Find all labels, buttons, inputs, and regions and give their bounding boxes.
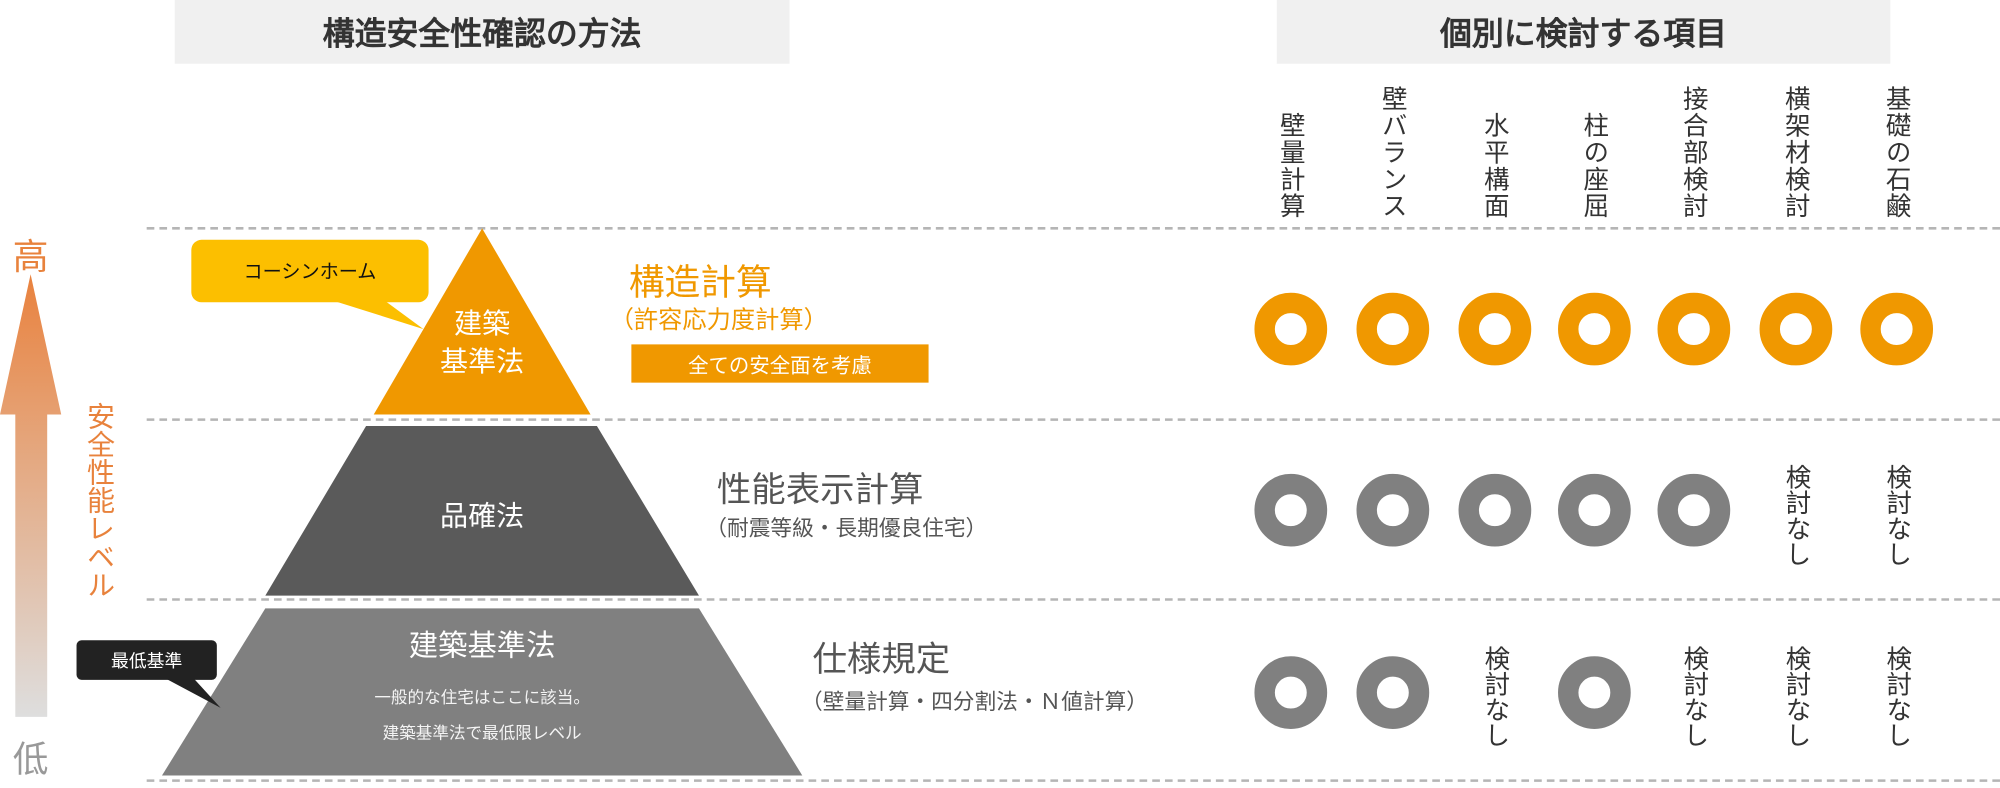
- axis-high: 高: [12, 235, 49, 279]
- divider: [146, 779, 2000, 782]
- axis-label: 安全性能レベル: [81, 401, 114, 599]
- callout-minimum-tail: [165, 678, 221, 708]
- method-structural-calc: 構造計算: [628, 261, 772, 304]
- check-circle-icon: [1558, 656, 1631, 729]
- axis-low: 低: [12, 738, 49, 781]
- check-circle-icon: [1458, 473, 1532, 547]
- column-header: 壁バランス: [1377, 85, 1409, 220]
- pyramid-middle-label: 品確法: [440, 501, 525, 534]
- method-performance-calc: 性能表示計算: [716, 470, 924, 511]
- divider: [146, 598, 2000, 601]
- not-checked-label: 検討なし: [1781, 464, 1812, 567]
- column-header: 接合部検討: [1678, 85, 1710, 220]
- column-header: 横架材検討: [1780, 85, 1812, 220]
- check-circle-icon: [1558, 292, 1631, 366]
- method-performance-calc-sub: （耐震等級・長期優良住宅）: [705, 516, 988, 543]
- not-checked-label: 検討なし: [1679, 645, 1710, 748]
- check-circle-icon: [1356, 473, 1430, 547]
- check-circle-icon: [1356, 656, 1430, 729]
- items-header: 個別に検討する項目: [1276, 0, 1891, 64]
- check-circle-icon: [1254, 292, 1328, 366]
- pyramid-bottom: [161, 608, 803, 776]
- pyramid-bottom-desc2: 建築基準法で最低限レベル: [382, 724, 582, 744]
- not-checked-label: 検討なし: [1882, 645, 1913, 748]
- check-circle-icon: [1356, 292, 1430, 366]
- callout-minimum-box: [76, 640, 217, 680]
- check-circle-icon: [1254, 473, 1328, 547]
- method-spec-rules: 仕様規定: [812, 640, 951, 680]
- not-checked-label: 検討なし: [1882, 464, 1913, 567]
- callout-koshin-home: コーシンホーム: [243, 260, 377, 284]
- check-circle-icon: [1458, 292, 1532, 366]
- pyramid-bottom-desc1: 一般的な住宅はここに該当。: [374, 688, 590, 708]
- pyramid-top-label: 建築 基準法: [406, 306, 559, 383]
- not-checked-label: 検討なし: [1480, 645, 1511, 748]
- divider: [146, 227, 2000, 230]
- method-spec-rules-sub: （壁量計算・四分割法・Ｎ値計算）: [801, 690, 1148, 716]
- pyramid-middle: [265, 426, 699, 596]
- check-circle-icon: [1860, 292, 1934, 366]
- column-header: 基礎の石鹸: [1881, 85, 1912, 220]
- check-circle-icon: [1657, 292, 1731, 366]
- method-header: 構造安全性確認の方法: [174, 0, 790, 64]
- not-checked-label: 検討なし: [1781, 645, 1812, 748]
- pyramid-bottom-label: 建築基準法: [408, 630, 556, 664]
- check-circle-icon: [1558, 473, 1631, 547]
- column-header: 柱の座屈: [1579, 112, 1610, 220]
- callout-koshin-home-tail: [334, 301, 424, 330]
- safety-level-arrow: [0, 274, 62, 717]
- check-circle-icon: [1657, 473, 1731, 547]
- pyramid-top-label-line2: 基準法: [440, 346, 525, 379]
- all-safety-badge: 全ての安全面を考慮: [631, 344, 929, 383]
- callout-minimum: 最低基準: [110, 651, 183, 672]
- method-structural-calc-sub: （許容応力度計算）: [609, 306, 828, 335]
- check-circle-icon: [1254, 656, 1328, 729]
- callout-koshin-home-box: [191, 239, 429, 303]
- pyramid-top: [373, 228, 591, 415]
- check-circle-icon: [1759, 292, 1833, 366]
- pyramid-top-label-line1: 建築: [454, 308, 511, 341]
- divider: [146, 418, 2000, 421]
- column-header: 水平構面: [1479, 112, 1511, 220]
- column-header: 壁量計算: [1275, 112, 1307, 220]
